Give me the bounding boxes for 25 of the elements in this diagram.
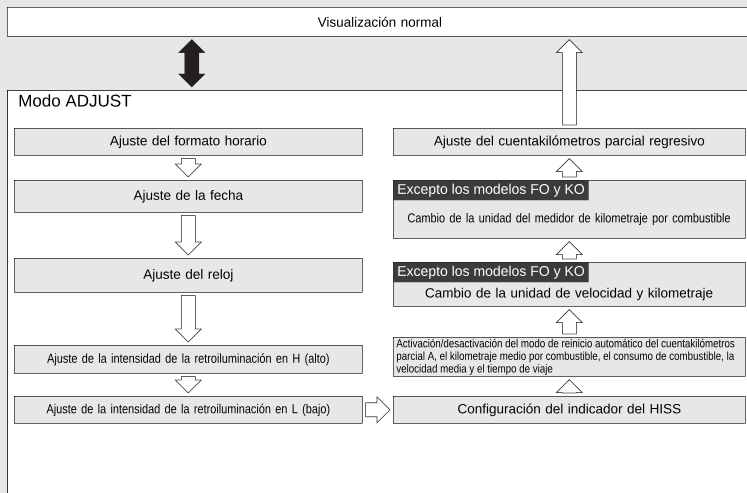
block-arrow <box>178 39 206 88</box>
block-arrow <box>174 376 202 394</box>
process-box: Ajuste del cuentakilómetros parcial regresivo <box>393 128 746 156</box>
process-box: Ajuste del formato horario <box>14 128 363 156</box>
process-box: Excepto los modelos FO y KO Cambio de la unidad de velocidad y kilometraje <box>393 262 746 307</box>
process-box: Activación/desactivación del modo de reinicio automático del cuentakilómetros parcial A, el kilometraje medio por combustible, el consumo de combustible, la velocidad media y el tiempo de viaje <box>393 337 746 377</box>
block-arrow <box>174 158 202 178</box>
block-arrow <box>556 241 584 260</box>
process-box: Configuración del indicador del HISS <box>393 396 746 424</box>
process-box: Ajuste de la intensidad de la retroiluminación en L (bajo) <box>14 396 363 424</box>
block-arrow <box>365 396 390 424</box>
block-arrow <box>556 309 584 334</box>
heading-bar: Excepto los modelos FO y KO <box>393 262 589 282</box>
block-arrow <box>556 39 584 126</box>
block-arrow <box>174 215 202 256</box>
process-box: Excepto los modelos FO y KO Cambio de la unidad del medidor de kilometraje por combustible <box>393 180 746 239</box>
mode-box: Visualización normal <box>7 7 747 37</box>
process-box: Ajuste del reloj <box>14 258 363 293</box>
process-box: Ajuste de la fecha <box>14 180 363 213</box>
block-arrow <box>174 295 202 342</box>
block-arrow <box>556 379 584 394</box>
heading-bar: Excepto los modelos FO y KO <box>393 180 589 200</box>
process-box: Ajuste de la intensidad de la retroiluminación en H (alto) <box>14 345 363 374</box>
block-arrow <box>556 158 584 178</box>
panel-heading: Modo ADJUST <box>20 94 132 107</box>
